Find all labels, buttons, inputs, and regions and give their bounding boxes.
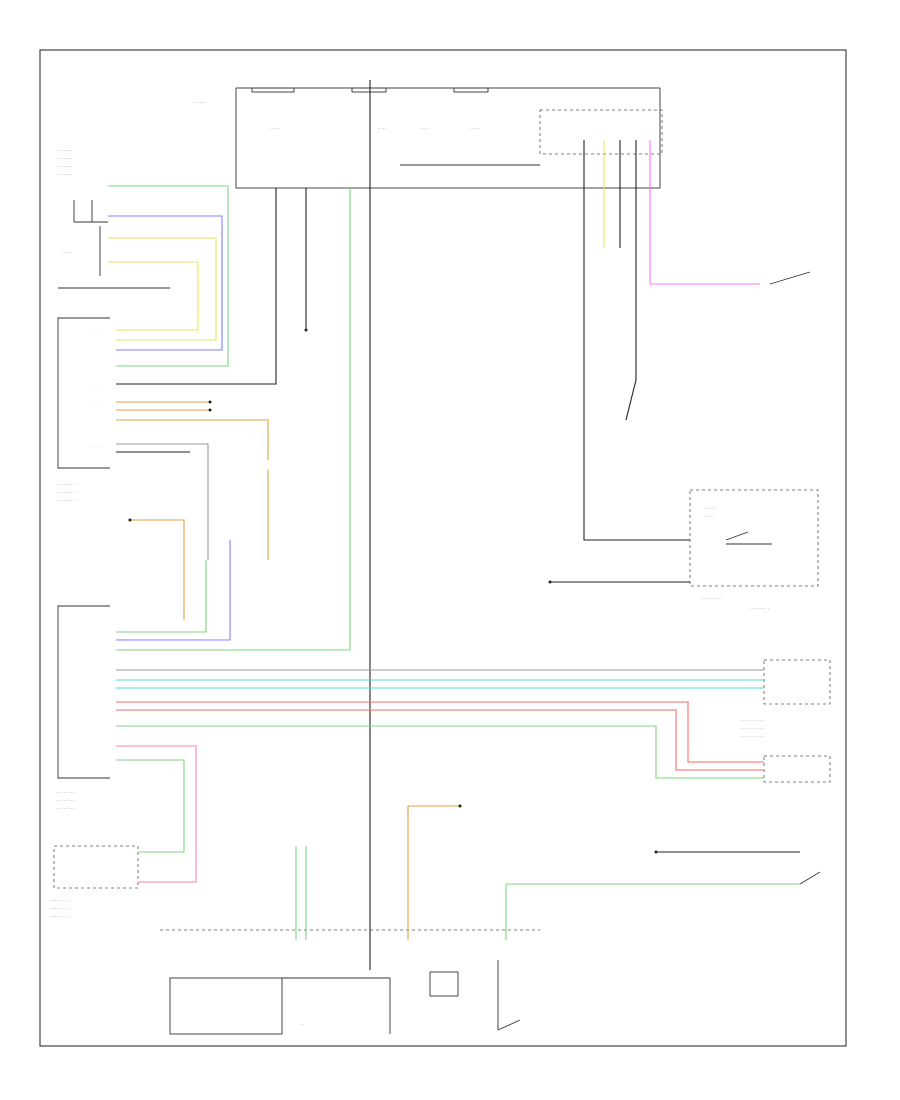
left-ecu-upper: · · · · · · · · · · · · · · · · · · · · … bbox=[56, 317, 110, 503]
bottom-right-switch bbox=[799, 871, 821, 885]
black-wire-right bbox=[583, 140, 690, 541]
green-wire-bottom-right bbox=[505, 883, 800, 940]
green-wire-vertical bbox=[116, 188, 351, 651]
svg-text:· · ·: · · · bbox=[90, 445, 99, 449]
left-ecu-lower: · · · · · · · · · · · · · · · · · · · · … bbox=[56, 605, 110, 811]
svg-text:· · · ·: · · · · bbox=[420, 126, 429, 131]
svg-text:· · · · · · · ·: · · · · · · · · bbox=[56, 482, 75, 487]
svg-text:· · · · · · · ·: · · · · · · · · bbox=[750, 606, 769, 611]
long-wire-bundle bbox=[116, 669, 764, 779]
magenta-wire bbox=[649, 140, 760, 285]
bottom-modules: · · bbox=[169, 960, 521, 1035]
svg-text:· · ·: · · · bbox=[90, 329, 99, 333]
black-wire-right-3 bbox=[625, 140, 637, 421]
door-switch-contact bbox=[769, 271, 811, 285]
junction-block: · · · · · · · · · · · · · · · · · · · · … bbox=[192, 87, 663, 189]
green-wire-bottom bbox=[116, 759, 185, 853]
svg-text:· · · · · · · ·: · · · · · · · · bbox=[56, 806, 75, 811]
diagram-frame bbox=[39, 49, 847, 1047]
svg-text:· · · · · · · ·: · · · · · · · · bbox=[56, 790, 75, 795]
green-wire-lower bbox=[116, 560, 207, 633]
svg-text:· · · · · · · ·: · · · · · · · · bbox=[50, 898, 69, 903]
svg-text:· · · ·: · · · · bbox=[270, 126, 279, 131]
junction-dots bbox=[128, 328, 658, 854]
svg-text:· · · ·: · · · · bbox=[62, 250, 71, 255]
svg-text:· · · · · · · · ·: · · · · · · · · · bbox=[700, 596, 722, 601]
svg-text:· ·: · · bbox=[300, 1022, 304, 1027]
svg-text:· · · · · · · · · ·: · · · · · · · · · · bbox=[740, 734, 764, 739]
svg-text:· · ·: · · · bbox=[90, 383, 99, 387]
svg-text:· · · · · · · ·: · · · · · · · · bbox=[56, 798, 75, 803]
svg-text:· · · · · · · · · ·: · · · · · · · · · · bbox=[740, 718, 764, 723]
bottom-left-connector: · · · · · · · · · · · · · · · · · · · · … bbox=[50, 845, 139, 919]
svg-text:· · · · · · · ·: · · · · · · · · bbox=[50, 906, 69, 911]
right-connector-upper: · · · · · · · · · · · · · · · · · · · · … bbox=[740, 659, 831, 783]
svg-text:· · · · · · ·: · · · · · · · bbox=[56, 164, 73, 169]
svg-text:· · · ·: · · · · bbox=[705, 514, 714, 519]
svg-text:· · ·: · · · bbox=[90, 401, 99, 405]
svg-text:· · · ·: · · · · bbox=[378, 126, 387, 131]
svg-text:· · · · · · ·: · · · · · · · bbox=[56, 172, 73, 177]
svg-text:· · · · · · ·: · · · · · · · bbox=[56, 156, 73, 161]
svg-text:· · · ·: · · · · bbox=[470, 126, 479, 131]
door-switch-box: · · · · · · · · · · · · · · · · · · · · … bbox=[689, 489, 819, 611]
pink-wire bbox=[116, 745, 197, 883]
top-left-switch: · · · · · · · · · · · · · · · · · · · · … bbox=[56, 148, 170, 289]
svg-text:· · · · · ·: · · · · · · bbox=[192, 100, 206, 105]
svg-text:· · · · · · · ·: · · · · · · · · bbox=[56, 490, 75, 495]
blue-wire-lower bbox=[116, 540, 231, 641]
gray-wire-1 bbox=[116, 443, 209, 560]
orange-wire-3 bbox=[116, 419, 269, 460]
svg-text:· · · · · · · ·: · · · · · · · · bbox=[56, 498, 75, 503]
top-left-wire-bundle bbox=[108, 185, 229, 367]
black-wire-1 bbox=[116, 188, 277, 385]
svg-text:· · · · · · · · · ·: · · · · · · · · · · bbox=[740, 726, 764, 731]
svg-text:· · · · ·: · · · · · bbox=[705, 506, 716, 511]
orange-wire-7 bbox=[130, 519, 185, 620]
svg-text:· · · · · · · ·: · · · · · · · · bbox=[50, 914, 69, 919]
svg-text:· · · · · · ·: · · · · · · · bbox=[56, 148, 73, 153]
